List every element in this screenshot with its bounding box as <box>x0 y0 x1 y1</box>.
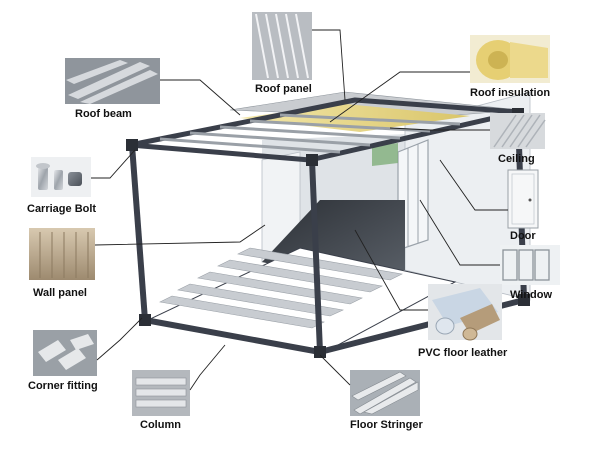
ceiling-thumbnail <box>490 113 546 149</box>
column-thumbnail <box>132 370 190 416</box>
label-wall-panel: Wall panel <box>33 287 87 299</box>
carriage-bolt-thumbnail <box>31 157 91 197</box>
label-corner-fitting: Corner fitting <box>28 380 98 392</box>
pvc-floor-leather-thumbnail <box>428 284 502 341</box>
label-carriage-bolt: Carriage Bolt <box>27 203 96 215</box>
label-roof-insulation: Roof insulation <box>470 87 550 99</box>
label-roof-panel: Roof panel <box>255 83 312 95</box>
component-labels: Roof panel Roof beam Roof insulation Cei… <box>27 83 552 431</box>
roof-purlins <box>159 113 461 154</box>
roof-beam-thumbnail <box>65 58 160 104</box>
window-in-wall <box>397 139 429 251</box>
floor-stringer-thumbnail <box>350 370 420 416</box>
leader-lines <box>91 29 508 391</box>
label-pvc-floor-leather: PVC floor leather <box>418 347 508 359</box>
door-thumbnail <box>507 169 539 229</box>
roof-insulation-thumbnail <box>470 35 550 83</box>
corner-fitting-thumbnail <box>33 330 97 376</box>
roof-panel-thumbnail <box>252 12 312 80</box>
wall-panel-thumbnail <box>29 228 95 280</box>
window-thumbnail <box>500 245 560 285</box>
back-window <box>372 143 398 166</box>
label-door: Door <box>510 230 536 242</box>
label-roof-beam: Roof beam <box>75 108 132 120</box>
floor-stringers <box>159 247 403 329</box>
label-floor-stringer: Floor Stringer <box>350 419 423 431</box>
label-ceiling: Ceiling <box>498 153 535 165</box>
label-window: Window <box>510 289 552 301</box>
label-column: Column <box>140 419 181 431</box>
